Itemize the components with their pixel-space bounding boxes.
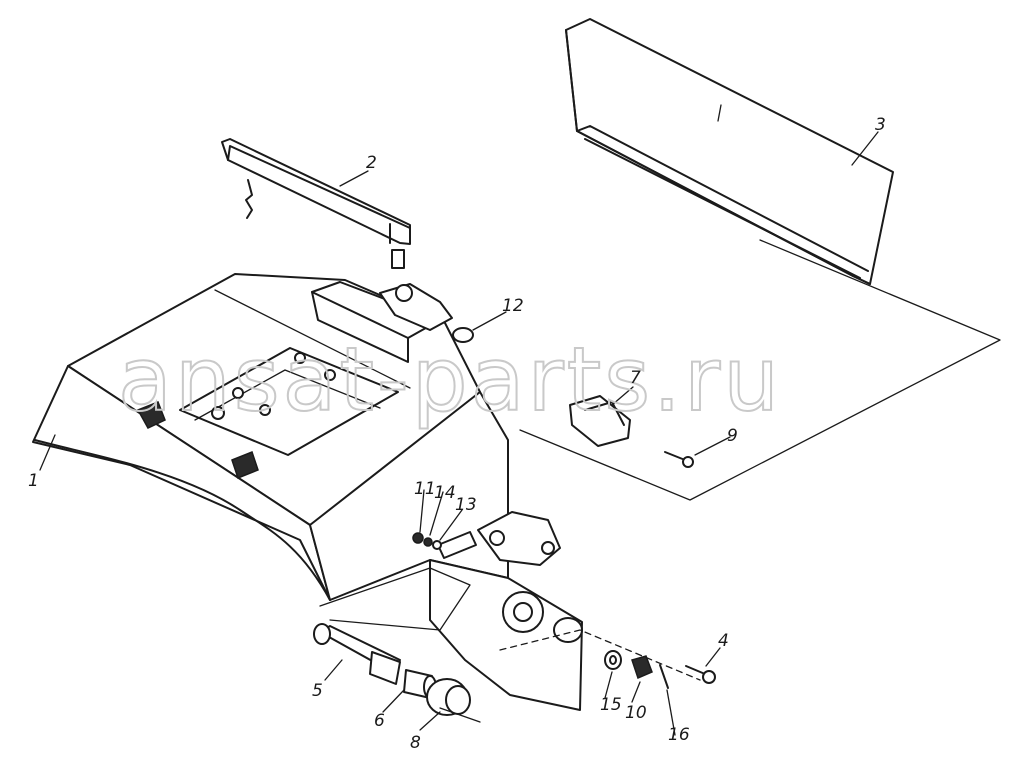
callout-3: 3: [875, 115, 886, 135]
part-10-nut: [631, 655, 653, 680]
part-7-bracket: [569, 395, 631, 447]
callout-14: 14: [434, 483, 456, 503]
part-12-washer: [452, 327, 474, 343]
part-1-main-housing: [32, 273, 583, 711]
part-16-cotter-pin: [659, 664, 669, 689]
watermark-text: ansat-parts.ru: [118, 328, 782, 431]
callout-4: 4: [718, 631, 729, 651]
callout-10: 10: [625, 703, 647, 723]
callout-9: 9: [727, 426, 738, 446]
part-4-bolt: [685, 665, 716, 684]
callout-6: 6: [374, 711, 385, 731]
callout-1: 1: [28, 471, 39, 491]
callout-2: 2: [366, 153, 377, 173]
callout-16: 16: [668, 725, 690, 745]
callout-13: 13: [455, 495, 477, 515]
part-5-axle: [313, 623, 401, 685]
leader-lines: [39, 131, 879, 736]
part-3-cover-panel: [565, 18, 894, 285]
callout-12: 12: [502, 296, 524, 316]
part-15-washer: [604, 650, 622, 670]
part-8-roller: [426, 678, 471, 716]
callout-7: 7: [630, 368, 641, 388]
callout-11: 11: [414, 479, 436, 499]
parts-11-13-14-fasteners: [412, 532, 442, 550]
callout-5: 5: [312, 681, 323, 701]
callout-15: 15: [600, 695, 622, 715]
part-9-bolt: [664, 451, 694, 468]
callout-8: 8: [410, 733, 421, 753]
part-2-rail-bar: [221, 138, 411, 269]
